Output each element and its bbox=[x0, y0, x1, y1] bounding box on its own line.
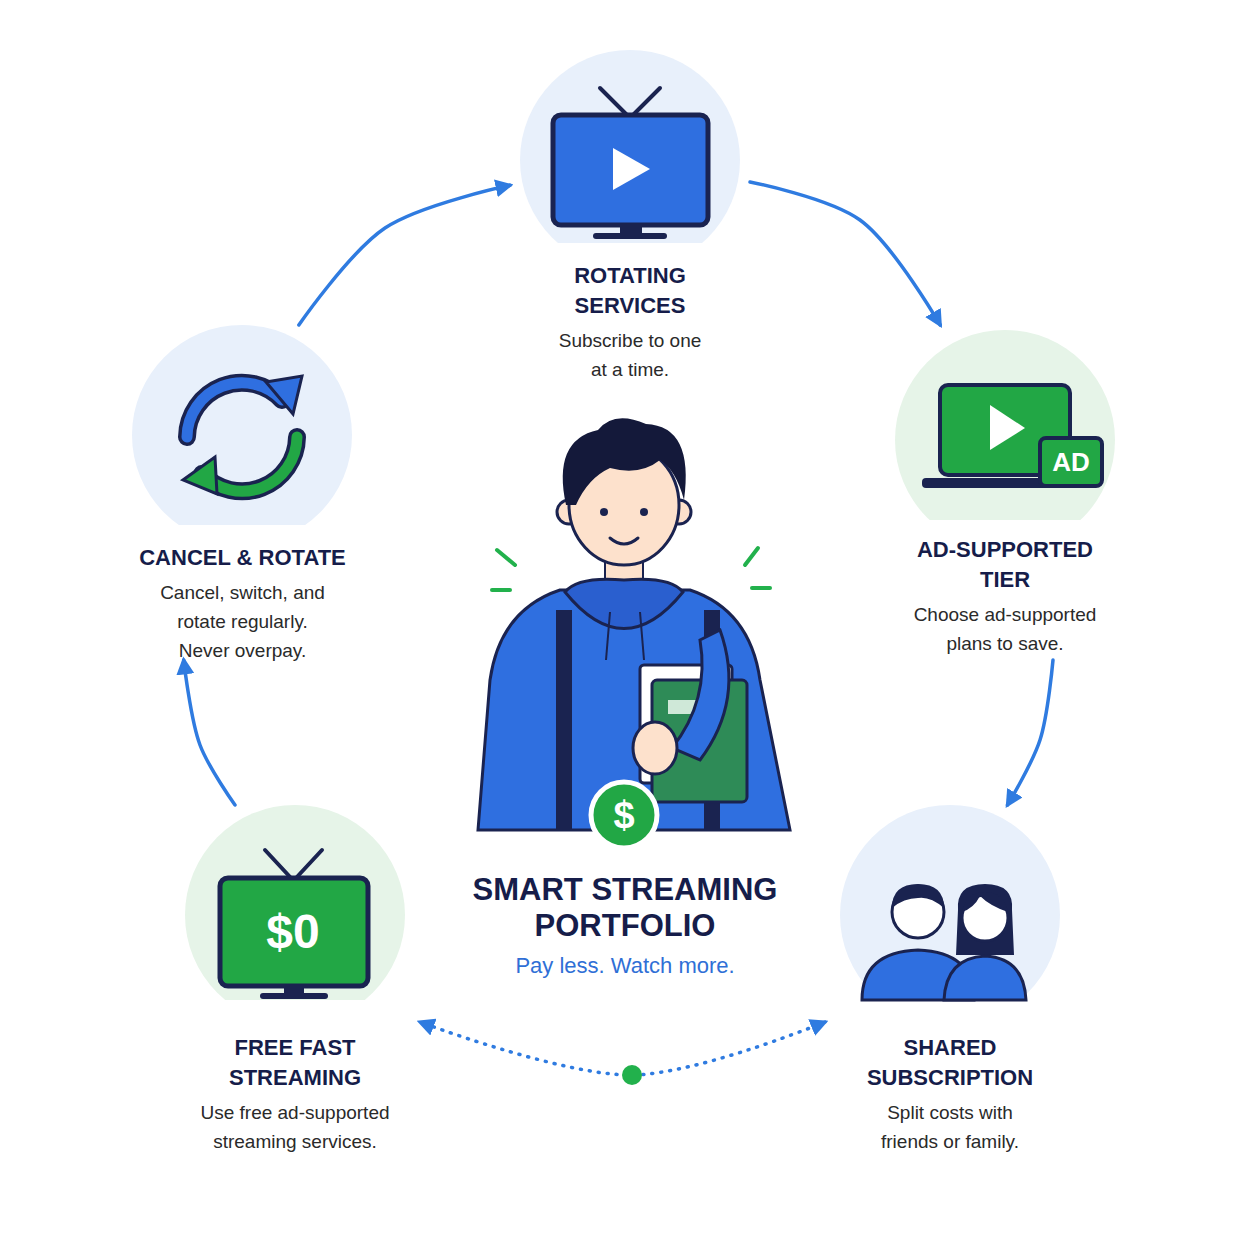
node-body: Cancel, switch, and rotate regularly. Ne… bbox=[150, 578, 335, 665]
node-heading: AD-SUPPORTED TIER bbox=[905, 535, 1105, 595]
student-illustration-part bbox=[563, 418, 686, 505]
student-illustration-part bbox=[640, 508, 648, 516]
junction-dot bbox=[622, 1065, 642, 1085]
flow-arrow bbox=[750, 182, 940, 325]
student-illustration-part bbox=[556, 610, 572, 830]
free-tv-icon-part bbox=[260, 993, 328, 999]
hub-node: SMART STREAMING PORTFOLIO Pay less. Watch… bbox=[455, 420, 795, 990]
rotate-icon-part bbox=[187, 383, 282, 437]
node-body: Choose ad-supported plans to save. bbox=[905, 600, 1105, 658]
strategy-node: AD-SUPPORTED TIERChoose ad-supported pla… bbox=[885, 325, 1125, 660]
icon-backdrop-part bbox=[185, 805, 405, 1025]
node-heading: SMART STREAMING PORTFOLIO bbox=[455, 872, 795, 944]
node-body: Split costs with friends or family. bbox=[863, 1098, 1038, 1156]
tv-icon-part bbox=[632, 88, 660, 116]
strategy-node: ROTATING SERVICESSubscribe to one at a t… bbox=[510, 50, 750, 380]
icon-label: AD bbox=[1052, 449, 1090, 475]
node-heading: SHARED SUBSCRIPTION bbox=[850, 1033, 1050, 1093]
icon-backdrop-part bbox=[895, 330, 1115, 550]
flow-arrow bbox=[1008, 660, 1054, 805]
sparkle-mark-part bbox=[752, 586, 770, 590]
student-illustration-part bbox=[610, 538, 638, 544]
laptop-icon-part bbox=[990, 405, 1025, 450]
strategy-node: CANCEL & ROTATECancel, switch, and rotat… bbox=[120, 325, 365, 660]
edge-group bbox=[184, 182, 1053, 1075]
icon-label: $ bbox=[613, 796, 634, 834]
double-arrow bbox=[420, 1022, 825, 1075]
student-illustration-part bbox=[600, 508, 608, 516]
icon-backdrop-part bbox=[132, 325, 352, 545]
tv-icon-part bbox=[553, 115, 708, 225]
student-illustration-part bbox=[640, 612, 644, 660]
icon-label: $0 bbox=[266, 908, 319, 956]
node-heading: CANCEL & ROTATE bbox=[123, 543, 363, 573]
sparkle-mark-part bbox=[497, 550, 515, 565]
tv-icon-part bbox=[613, 148, 650, 190]
people-icon-part bbox=[956, 884, 1014, 955]
icon-backdrop-part bbox=[180, 1000, 410, 1030]
free-tv-icon-part bbox=[265, 850, 291, 878]
free-tv-icon bbox=[220, 850, 368, 999]
student-illustration-part bbox=[606, 612, 610, 660]
strategy-node: FREE FAST STREAMINGUse free ad-supported… bbox=[170, 805, 420, 1155]
student-illustration-part bbox=[672, 630, 729, 760]
node-body: Pay less. Watch more. bbox=[455, 951, 795, 981]
student-illustration-part bbox=[633, 722, 677, 774]
rotate-icon-part bbox=[187, 383, 282, 437]
flow-arrow bbox=[299, 185, 510, 325]
icon-backdrop-part bbox=[835, 1000, 1065, 1030]
people-icon-part bbox=[962, 892, 1008, 912]
sparkle-mark-part bbox=[745, 548, 758, 565]
icon-backdrop-part bbox=[840, 805, 1060, 1025]
strategy-node: SHARED SUBSCRIPTIONSplit costs with frie… bbox=[825, 805, 1075, 1155]
people-icon bbox=[862, 884, 1026, 1000]
icon-backdrop-part bbox=[520, 50, 740, 270]
laptop-icon-part bbox=[1040, 438, 1102, 486]
student-illustration bbox=[478, 418, 790, 848]
sparkle-mark-part bbox=[492, 588, 510, 592]
student-illustration-part bbox=[591, 782, 657, 848]
rotate-icon bbox=[183, 376, 302, 494]
student-illustration-part bbox=[565, 579, 683, 628]
rotate-icon-part bbox=[183, 457, 217, 494]
node-body: Subscribe to one at a time. bbox=[553, 326, 708, 384]
people-icon-part bbox=[944, 956, 1026, 1000]
free-tv-icon-part bbox=[220, 878, 368, 986]
tv-icon-part bbox=[600, 88, 628, 116]
tv-icon-part bbox=[593, 233, 667, 239]
rotate-icon-part bbox=[266, 376, 302, 414]
tv-icon bbox=[553, 88, 708, 239]
flow-arrow bbox=[184, 660, 235, 805]
node-heading: FREE FAST STREAMING bbox=[215, 1033, 375, 1093]
people-icon-part bbox=[892, 884, 944, 908]
free-tv-icon-part bbox=[296, 850, 322, 878]
node-heading: ROTATING SERVICES bbox=[530, 261, 730, 321]
node-body: Use free ad-supported streaming services… bbox=[183, 1098, 408, 1156]
laptop-icon bbox=[922, 385, 1102, 488]
icon-backdrop bbox=[127, 50, 1120, 1030]
free-tv-icon-part bbox=[284, 986, 304, 994]
sparkle-mark bbox=[492, 548, 770, 590]
